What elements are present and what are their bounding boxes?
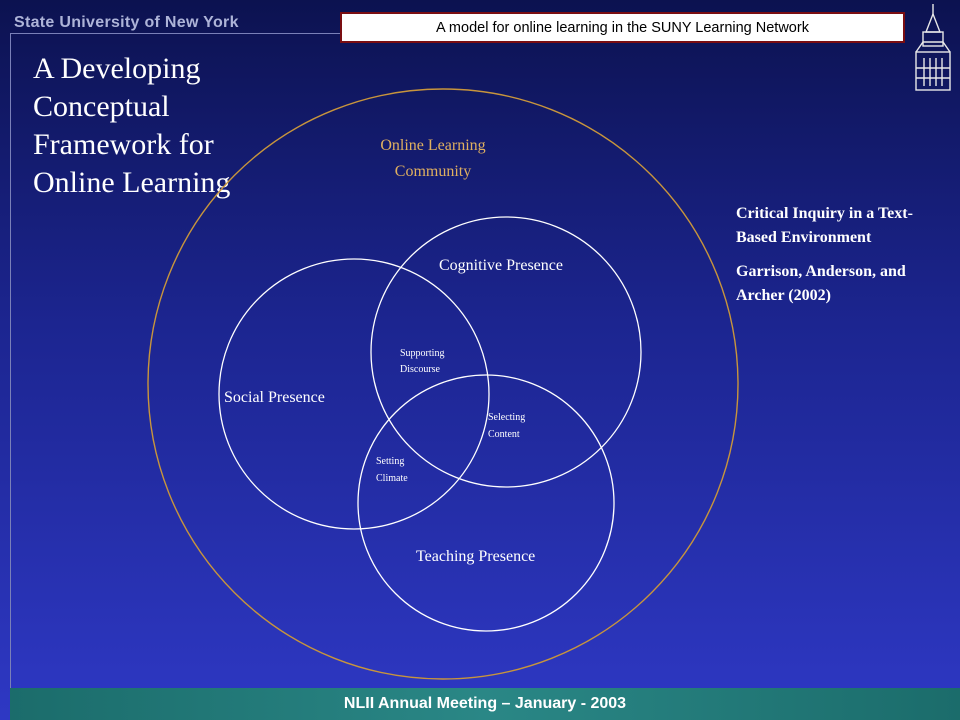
header-divider	[10, 33, 340, 34]
left-border-line	[10, 33, 11, 688]
online-learning-community-circle	[147, 88, 739, 680]
social-presence-label: Social Presence	[224, 389, 325, 406]
outer-label-line: Online Learning	[380, 137, 485, 154]
title-line: Conceptual	[33, 90, 170, 123]
footer-text: NLII Annual Meeting – January - 2003	[343, 695, 627, 712]
outer-label-line: Community	[395, 163, 471, 180]
supporting-discourse-label: Discourse	[400, 364, 441, 375]
title-line: A Developing	[33, 52, 201, 85]
reference-block: Critical Inquiry in a Text-Based Environ…	[736, 202, 946, 318]
supporting-discourse-label: Supporting	[400, 348, 444, 359]
title-line: Online Learning	[33, 166, 231, 199]
banner: A model for online learning in the SUNY …	[340, 12, 905, 43]
title-line: Framework for	[33, 128, 214, 161]
slide-title: A Developing Conceptual Framework for On…	[33, 50, 293, 202]
cognitive-presence-circle	[370, 216, 642, 488]
footer-bar: NLII Annual Meeting – January - 2003	[10, 688, 960, 720]
selecting-content-label: Content	[488, 429, 520, 440]
reference-authors: Garrison, Anderson, and Archer (2002)	[736, 263, 906, 304]
university-tower-icon	[915, 4, 951, 91]
reference-title: Critical Inquiry in a Text-Based Environ…	[736, 205, 913, 246]
organization-name: State University of New York	[14, 14, 239, 31]
setting-climate-label: Climate	[376, 473, 408, 484]
social-presence-circle	[218, 258, 490, 530]
banner-text: A model for online learning in the SUNY …	[436, 19, 809, 36]
teaching-presence-circle	[357, 374, 615, 632]
selecting-content-label: Selecting	[488, 412, 525, 423]
cognitive-presence-label: Cognitive Presence	[439, 257, 563, 274]
teaching-presence-label: Teaching Presence	[416, 548, 535, 565]
setting-climate-label: Setting	[376, 456, 404, 467]
